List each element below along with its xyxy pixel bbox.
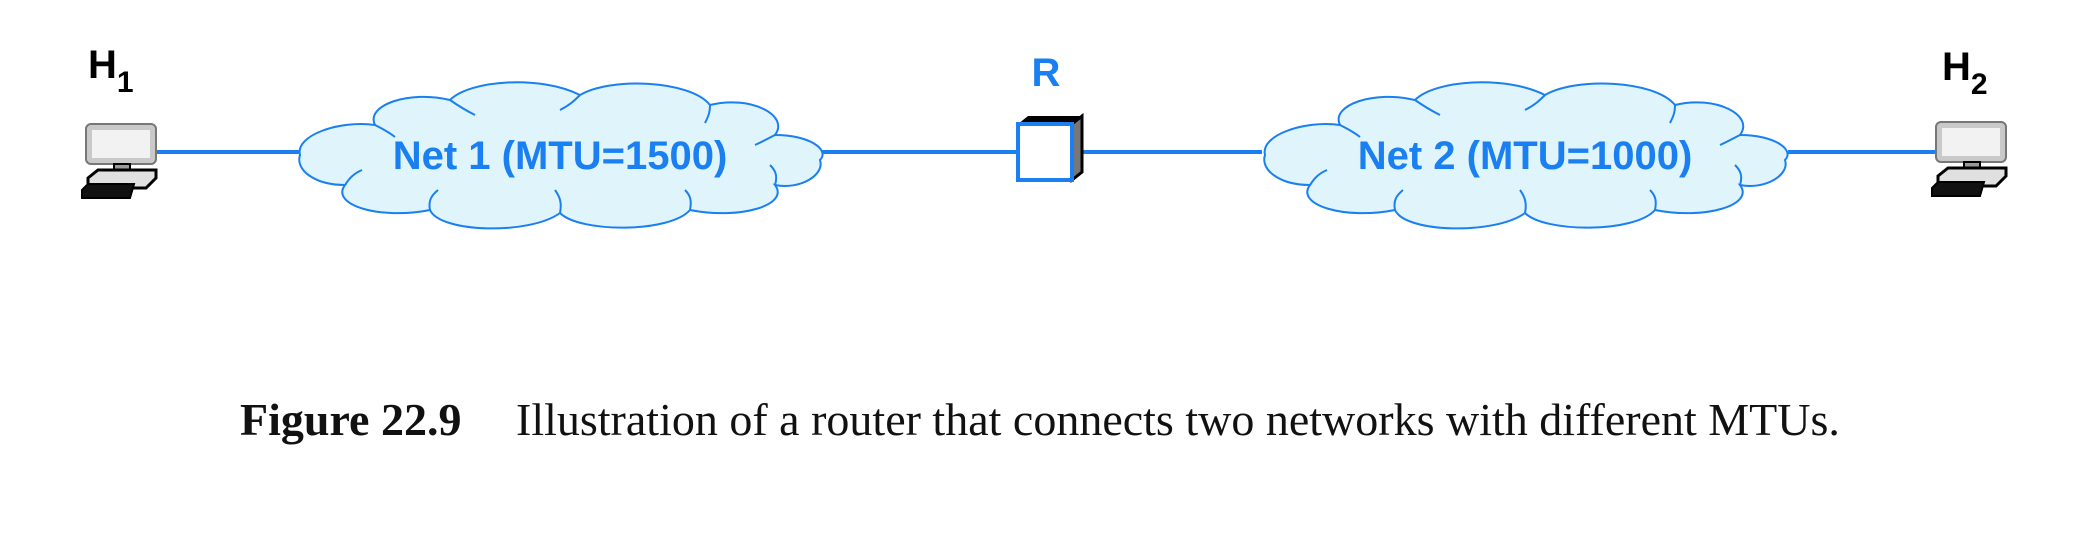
host-name: H	[88, 43, 117, 87]
network-label: Net 1 (MTU=1500)	[393, 134, 728, 178]
host-label: H2	[1942, 45, 1988, 101]
router: R	[1016, 51, 1084, 184]
computer-icon	[1930, 120, 2008, 198]
host-h2: H2	[1930, 45, 2008, 198]
network-label: Net 2 (MTU=1000)	[1358, 134, 1693, 178]
computer-icon	[80, 122, 158, 200]
network-diagram: Net 1 (MTU=1500) Net 2 (MTU=1000) R H1 H…	[80, 43, 2008, 230]
host-label: H1	[88, 43, 134, 99]
figure-number: Figure 22.9	[240, 394, 462, 445]
host-h1: H1	[80, 43, 158, 200]
host-subscript: 1	[117, 66, 134, 99]
host-name: H	[1942, 45, 1971, 89]
router-label: R	[1032, 51, 1061, 95]
figure-caption-text: Illustration of a router that connects t…	[516, 394, 1840, 445]
router-box-icon	[1016, 112, 1084, 184]
network-cloud-net2: Net 2 (MTU=1000)	[1263, 81, 1789, 230]
network-cloud-net1: Net 1 (MTU=1500)	[298, 81, 824, 230]
host-subscript: 2	[1971, 68, 1988, 101]
